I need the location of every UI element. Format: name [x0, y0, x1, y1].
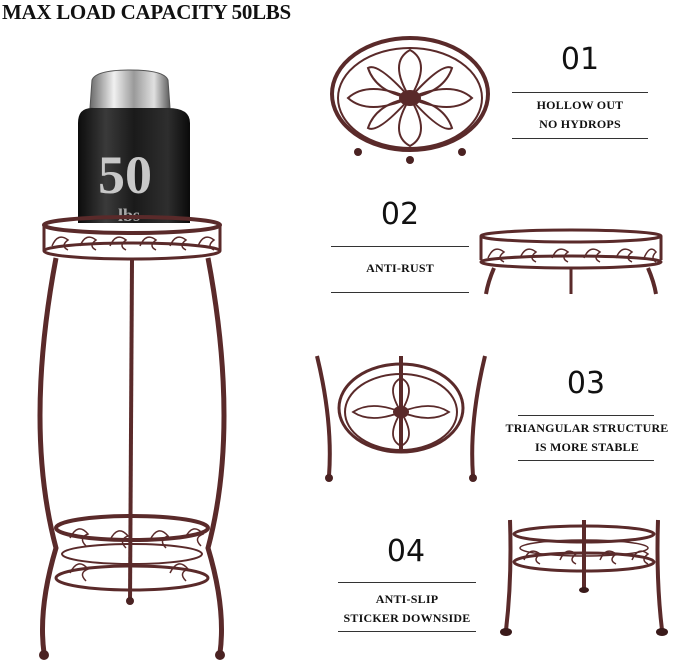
divider [518, 460, 654, 461]
feature-label-line: ANTI-SLIP [375, 592, 439, 606]
weight-unit: lbs [118, 205, 140, 225]
feature-label-line: ANTI-RUST [366, 261, 434, 275]
feature-number-02: 02 [380, 197, 420, 232]
feature-number-04: 04 [386, 534, 426, 569]
feature-label-02: ANTI-RUST [331, 259, 469, 278]
anti-rust-detail-image [479, 228, 663, 295]
feature-label-line: NO HYDROPS [539, 117, 621, 131]
feature-label-line: HOLLOW OUT [536, 98, 624, 112]
feature-number-01: 01 [560, 42, 600, 77]
hollow-tray-detail-image [330, 36, 490, 164]
feature-number-03: 03 [566, 366, 606, 401]
divider [338, 582, 476, 583]
feature-label-line: TRIANGULAR STRUCTURE [505, 421, 669, 435]
feature-label-03: TRIANGULAR STRUCTURE IS MORE STABLE [494, 419, 679, 457]
divider [512, 138, 648, 139]
divider [338, 631, 476, 632]
feature-label-04: ANTI-SLIP STICKER DOWNSIDE [330, 590, 484, 628]
feature-label-line: IS MORE STABLE [535, 440, 639, 454]
anti-slip-feet-detail-image [500, 519, 668, 636]
feature-label-line: STICKER DOWNSIDE [343, 611, 471, 625]
divider [518, 415, 654, 416]
plant-stand-with-weight-image: 50 lbs [37, 69, 227, 660]
divider [512, 92, 648, 93]
page-title: MAX LOAD CAPACITY 50LBS [2, 0, 291, 24]
feature-label-01: HOLLOW OUT NO HYDROPS [510, 96, 650, 134]
divider [331, 292, 469, 293]
divider [331, 246, 469, 247]
triangular-structure-detail-image [315, 355, 487, 482]
weight-number: 50 [98, 145, 152, 205]
